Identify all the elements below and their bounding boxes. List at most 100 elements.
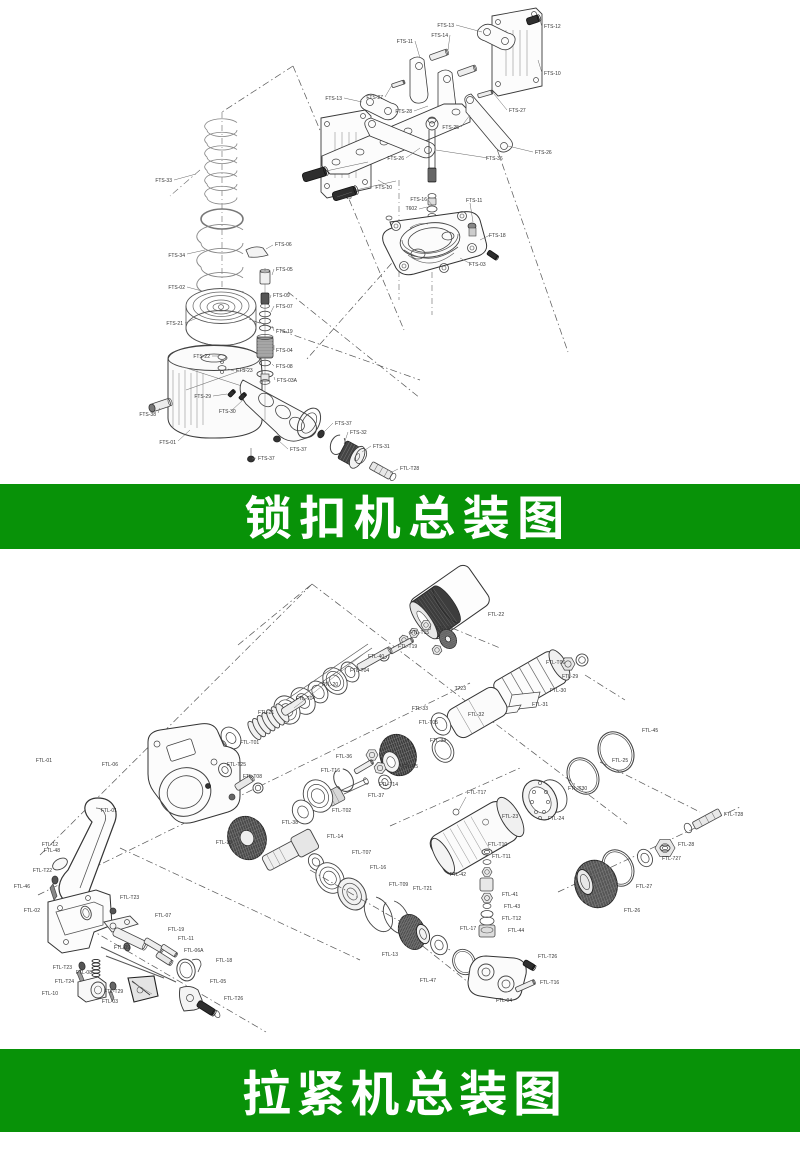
- svg-text:FTL-28: FTL-28: [678, 842, 694, 848]
- svg-text:FTS-03: FTS-03: [469, 262, 486, 268]
- svg-text:FTL-40: FTL-40: [368, 654, 384, 660]
- svg-text:FTS-19: FTS-19: [276, 329, 293, 335]
- svg-text:FTL-35: FTL-35: [402, 764, 418, 770]
- svg-text:FTL-T01: FTL-T01: [240, 740, 259, 746]
- svg-text:FTS-26: FTS-26: [535, 150, 552, 156]
- svg-text:FTL-34: FTL-34: [430, 738, 446, 744]
- svg-text:FTL-41: FTL-41: [502, 892, 518, 898]
- svg-text:FTL-23: FTL-23: [502, 814, 518, 820]
- svg-text:FTL-06: FTL-06: [102, 762, 118, 768]
- svg-text:FTS-36: FTS-36: [486, 156, 503, 162]
- svg-text:T723: T723: [455, 686, 467, 692]
- svg-text:FTS-08: FTS-08: [276, 364, 293, 370]
- svg-text:FTL-T15: FTL-T15: [410, 630, 429, 636]
- svg-text:FTL-T17: FTL-T17: [467, 790, 486, 796]
- svg-text:FTL-T26: FTL-T26: [224, 996, 243, 1002]
- svg-text:FTS-01: FTS-01: [159, 440, 176, 446]
- svg-text:FTL-15: FTL-15: [216, 840, 232, 846]
- svg-text:FTL-32: FTL-32: [468, 712, 484, 718]
- svg-text:FTL-T02: FTL-T02: [332, 808, 351, 814]
- svg-text:FTL-22: FTL-22: [488, 612, 504, 618]
- svg-text:FTL-16: FTL-16: [370, 865, 386, 871]
- svg-text:FTS-28: FTS-28: [395, 109, 412, 115]
- svg-text:FTS-19: FTS-19: [335, 195, 352, 201]
- svg-text:FTS-22: FTS-22: [193, 354, 210, 360]
- svg-text:FTS-37: FTS-37: [290, 447, 307, 453]
- svg-text:FTL-T16: FTL-T16: [540, 980, 559, 986]
- svg-text:FTL-T04: FTL-T04: [350, 668, 369, 674]
- svg-text:FTL-33: FTL-33: [412, 706, 428, 712]
- svg-text:FTS-21: FTS-21: [166, 321, 183, 327]
- svg-text:FTL-39: FTL-39: [436, 626, 452, 632]
- svg-text:FTS-23: FTS-23: [236, 368, 253, 374]
- svg-text:FTL-11: FTL-11: [178, 936, 194, 942]
- svg-text:FTL-T19: FTL-T19: [398, 644, 417, 650]
- svg-text:FTL-20: FTL-20: [322, 682, 338, 688]
- svg-text:FTL-25: FTL-25: [612, 758, 628, 764]
- svg-text:FTS-34: FTS-34: [168, 253, 185, 259]
- svg-text:FTL-06A: FTL-06A: [184, 948, 204, 954]
- svg-text:FTS-38: FTS-38: [139, 412, 156, 418]
- svg-text:FTS-25: FTS-25: [442, 125, 459, 131]
- svg-text:FTL-07: FTL-07: [155, 913, 171, 919]
- svg-text:FTS-37: FTS-37: [258, 456, 275, 462]
- svg-text:FTL-T08: FTL-T08: [243, 774, 262, 780]
- svg-text:FTS-13: FTS-13: [437, 23, 454, 29]
- svg-text:FTL-727: FTL-727: [662, 856, 681, 862]
- svg-text:FTS-11: FTS-11: [466, 198, 483, 204]
- svg-text:FTS-12: FTS-12: [544, 24, 561, 30]
- svg-text:FTS-16: FTS-16: [410, 197, 427, 203]
- svg-text:FTS-37: FTS-37: [335, 421, 352, 427]
- svg-text:FTS-05: FTS-05: [276, 267, 293, 273]
- svg-text:FTS-07: FTS-07: [276, 304, 293, 310]
- svg-text:FTL-T07: FTL-T07: [352, 850, 371, 856]
- svg-text:FTL-T22: FTL-T22: [33, 868, 52, 874]
- svg-text:FTS-29: FTS-29: [194, 394, 211, 400]
- svg-text:FTL-T23: FTL-T23: [120, 895, 139, 901]
- svg-text:FTS-03A: FTS-03A: [277, 378, 298, 384]
- svg-text:FTL-47: FTL-47: [420, 978, 436, 984]
- svg-text:FTL-31: FTL-31: [532, 702, 548, 708]
- svg-text:FTL-T21: FTL-T21: [413, 886, 432, 892]
- svg-text:FTS-33: FTS-33: [155, 178, 172, 184]
- svg-text:FTL-T06: FTL-T06: [546, 660, 565, 666]
- svg-text:FTL-T05: FTL-T05: [419, 720, 438, 726]
- svg-text:FTL-T04: FTL-T04: [296, 696, 315, 702]
- svg-text:FTL-10: FTL-10: [42, 991, 58, 997]
- svg-text:FTL-T24: FTL-T24: [55, 979, 74, 985]
- svg-text:FTL-T10: FTL-T10: [488, 842, 507, 848]
- svg-text:FTL-44: FTL-44: [508, 928, 524, 934]
- svg-text:FTL-01: FTL-01: [101, 808, 117, 814]
- svg-text:FTL-03: FTL-03: [102, 999, 118, 1005]
- svg-text:FTL-T29: FTL-T29: [104, 989, 123, 995]
- svg-text:FTL-36: FTL-36: [336, 754, 352, 760]
- svg-text:FTL-30: FTL-30: [550, 688, 566, 694]
- svg-text:FTL-17: FTL-17: [460, 926, 476, 932]
- svg-text:FTL-T28: FTL-T28: [400, 466, 419, 472]
- svg-text:FTL-18: FTL-18: [216, 958, 232, 964]
- svg-text:FTL-27: FTL-27: [636, 884, 652, 890]
- svg-text:FTL-12: FTL-12: [42, 842, 58, 848]
- svg-text:FTL-24: FTL-24: [548, 816, 564, 822]
- svg-text:FTL-T30: FTL-T30: [568, 786, 587, 792]
- svg-text:FTL-T11: FTL-T11: [492, 854, 511, 860]
- svg-text:FTS-10: FTS-10: [375, 185, 392, 191]
- svg-text:FTS-11: FTS-11: [397, 39, 414, 45]
- svg-text:FTL-46: FTL-46: [14, 884, 30, 890]
- svg-text:FTL-29: FTL-29: [562, 674, 578, 680]
- svg-text:T602: T602: [406, 206, 418, 212]
- svg-text:FTL-42: FTL-42: [450, 872, 466, 878]
- svg-text:FTS-09: FTS-09: [273, 293, 290, 299]
- svg-text:FTL-02: FTL-02: [24, 908, 40, 914]
- svg-text:FTL-38: FTL-38: [282, 820, 298, 826]
- svg-text:FTL-08: FTL-08: [76, 970, 92, 976]
- svg-text:FTL-43: FTL-43: [504, 904, 520, 910]
- svg-text:FTL-21: FTL-21: [258, 710, 274, 716]
- svg-text:FTL-48: FTL-48: [44, 848, 60, 854]
- svg-text:FTL-05: FTL-05: [210, 979, 226, 985]
- svg-text:FTS-27: FTS-27: [509, 108, 526, 114]
- svg-text:FTS-32: FTS-32: [350, 430, 367, 436]
- svg-text:FTL-T28: FTL-T28: [724, 812, 743, 818]
- svg-text:FTS-06: FTS-06: [275, 242, 292, 248]
- svg-text:FTS-27: FTS-27: [366, 95, 383, 101]
